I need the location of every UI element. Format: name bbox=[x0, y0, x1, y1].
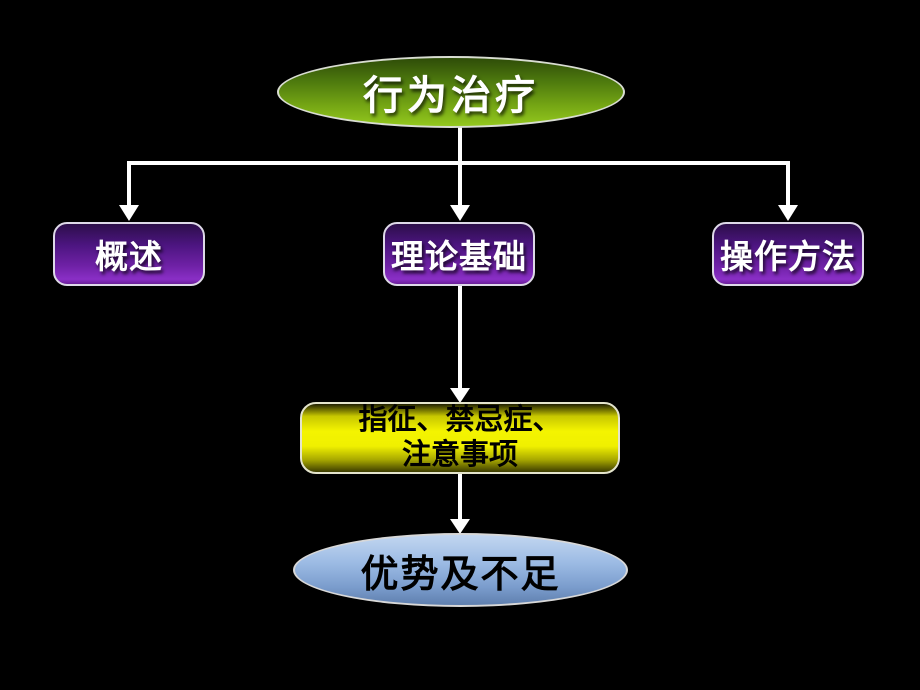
node-overview-label: 概述 bbox=[95, 238, 163, 275]
node-behavior-therapy-label: 行为治疗 bbox=[363, 74, 539, 118]
arrowhead-indications bbox=[450, 388, 470, 403]
node-overview: 概述 bbox=[53, 222, 205, 286]
node-theoretical-basis-label: 理论基础 bbox=[391, 238, 527, 275]
node-pros-and-cons-label: 优势及不足 bbox=[360, 553, 561, 596]
node-indications-label-line1: 指征、禁忌症、 bbox=[358, 404, 562, 436]
node-theoretical-basis: 理论基础 bbox=[383, 222, 535, 286]
node-operation-methods: 操作方法 bbox=[712, 222, 864, 286]
node-indications-contraindications: 指征、禁忌症、 注意事项 bbox=[300, 402, 620, 474]
node-operation-methods-label: 操作方法 bbox=[720, 238, 856, 275]
arrowhead-pros bbox=[450, 519, 470, 534]
arrowhead-left bbox=[119, 205, 139, 221]
arrowhead-right bbox=[778, 205, 798, 221]
node-pros-and-cons: 优势及不足 bbox=[293, 533, 628, 607]
node-indications-label-line2: 注意事项 bbox=[401, 439, 518, 471]
arrowhead-center bbox=[450, 205, 470, 221]
node-behavior-therapy: 行为治疗 bbox=[277, 56, 625, 128]
